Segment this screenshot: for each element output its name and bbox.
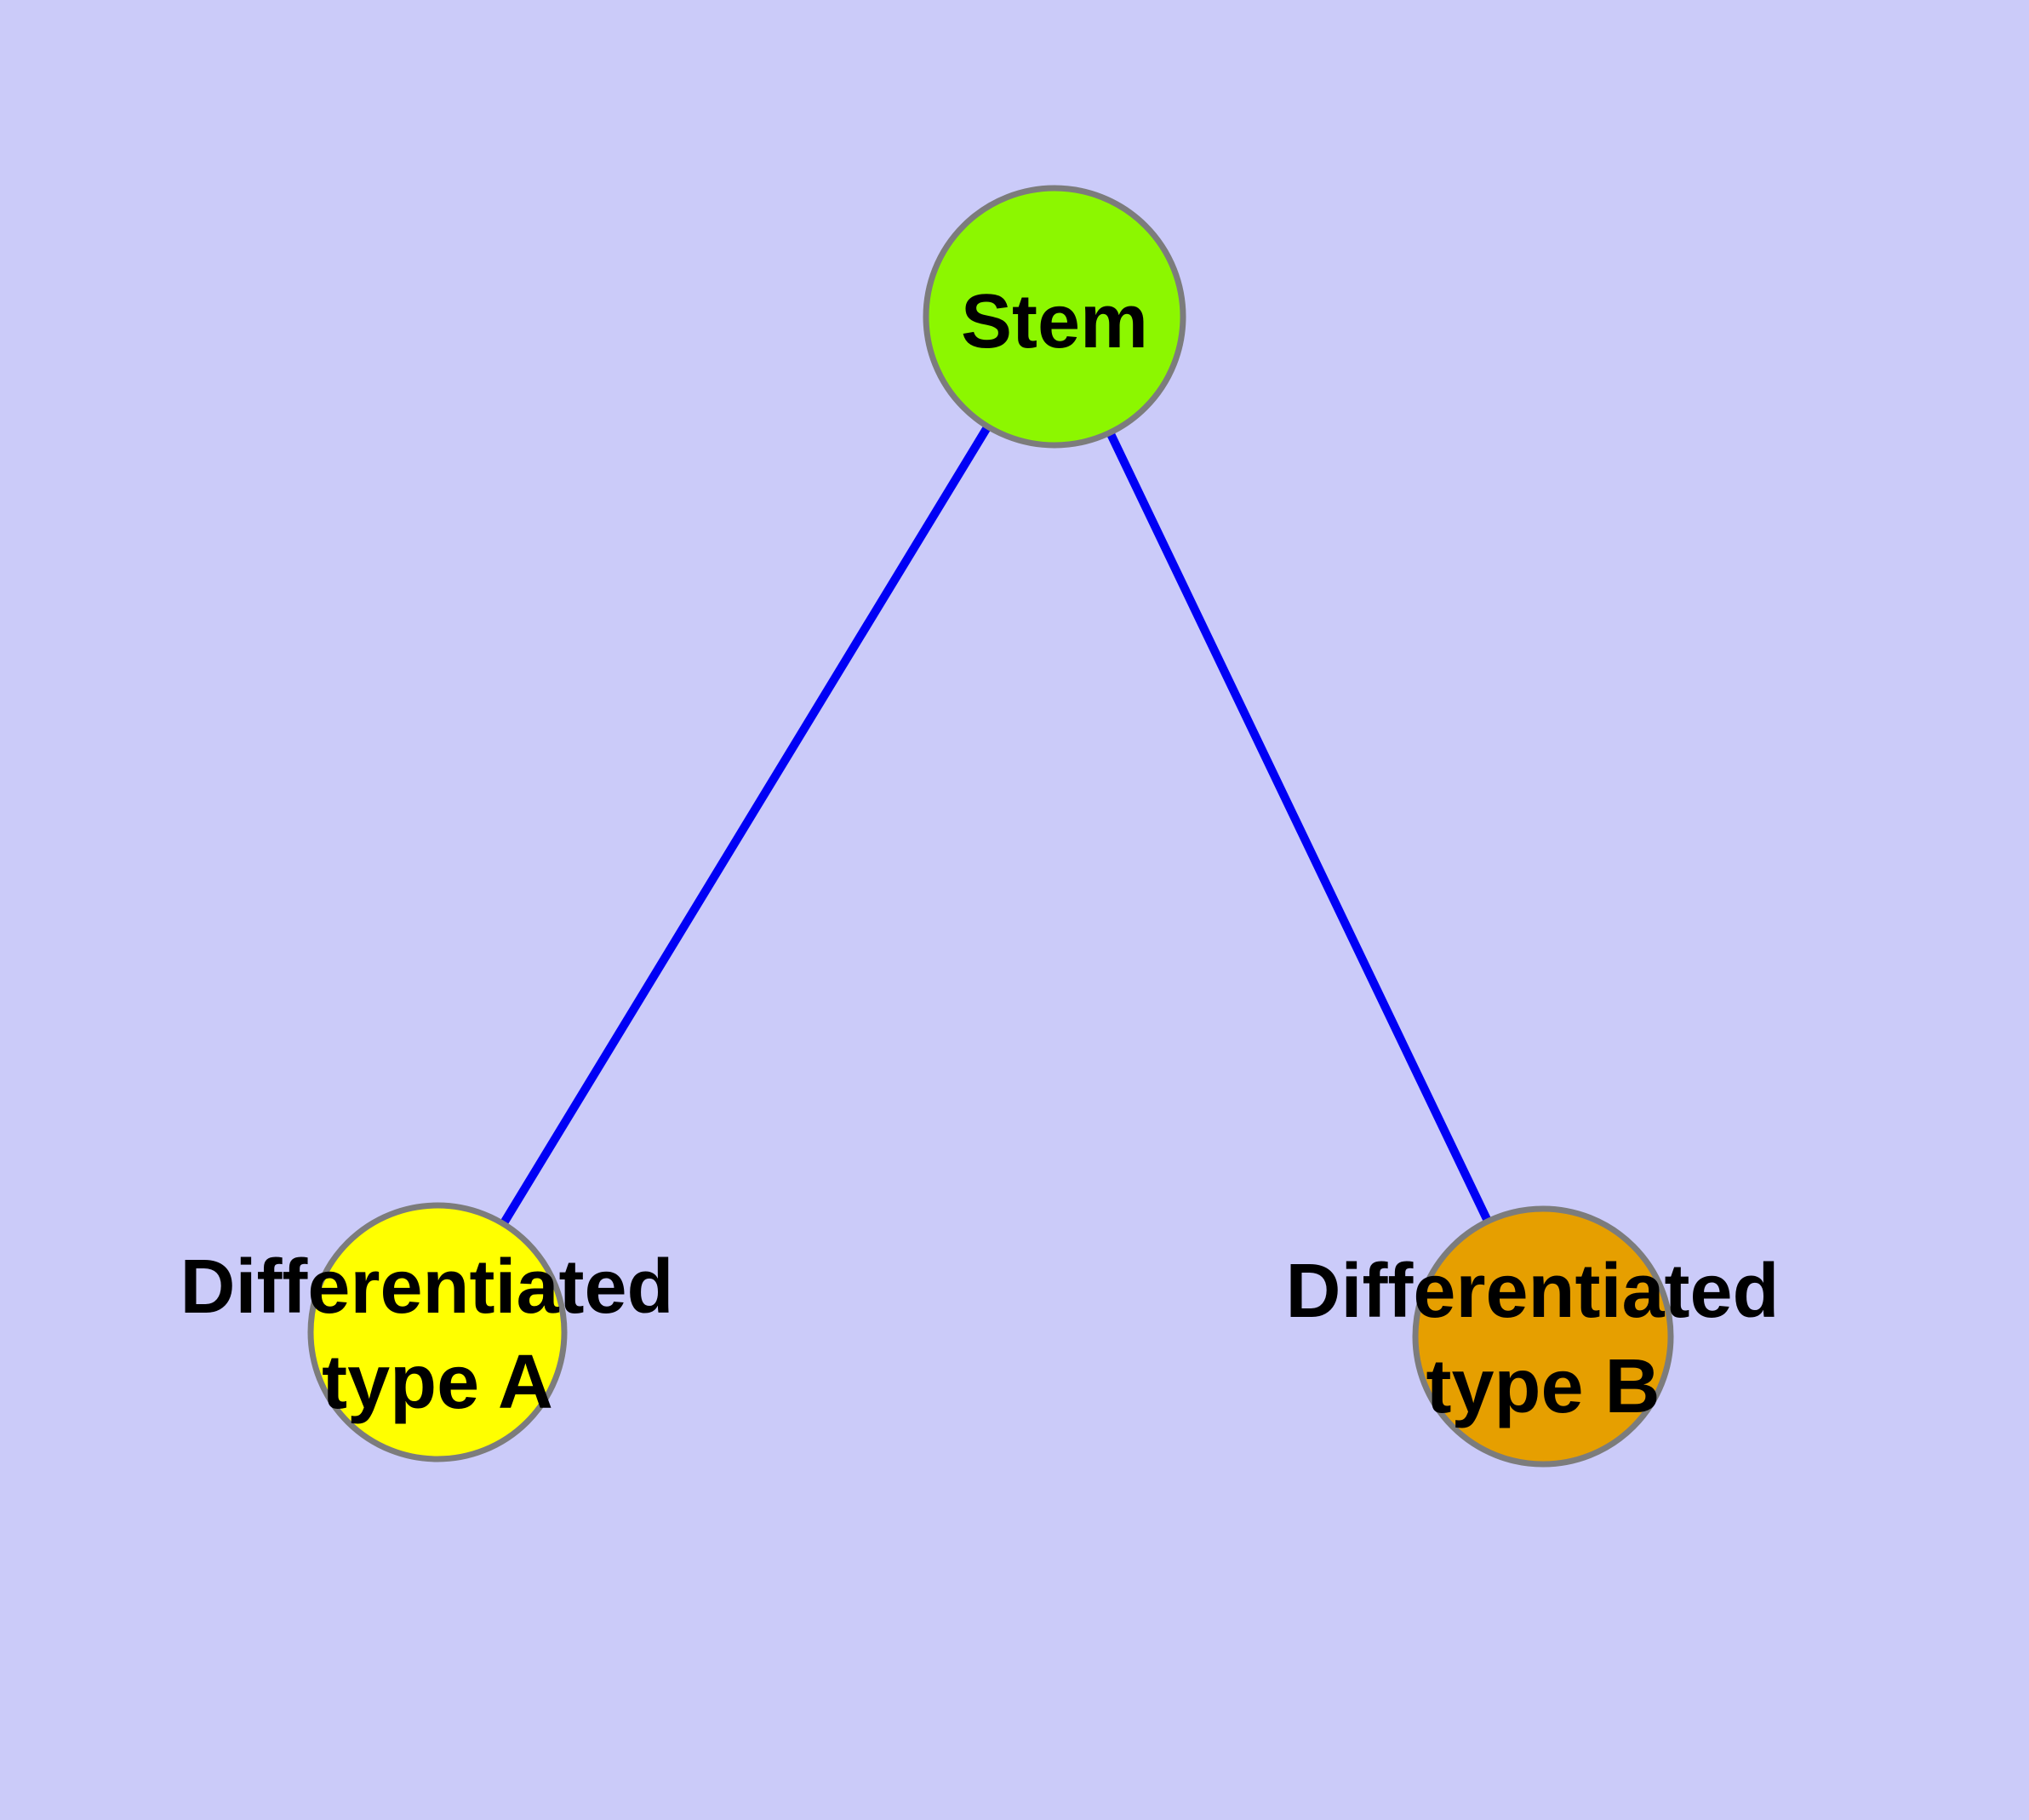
edge-stem-to-type-b <box>1050 314 1547 1339</box>
node-differentiated-type-b-label: Differentiated type B <box>1285 1249 1800 1429</box>
node-differentiated-type-a-label: Differentiated type A <box>180 1245 694 1425</box>
node-differentiated-type-a: Differentiated type A <box>180 1202 694 1462</box>
node-stem-label: Stem <box>961 279 1148 364</box>
node-differentiated-type-a-label-line1: Differentiated <box>180 1245 673 1330</box>
edge-stem-to-type-a <box>433 314 1059 1335</box>
node-differentiated-type-a-circle <box>307 1202 568 1462</box>
node-differentiated-type-b-label-line2: type B <box>1426 1344 1660 1429</box>
node-stem: Stem <box>923 185 1186 449</box>
node-differentiated-type-a-label-line2: type A <box>322 1340 553 1425</box>
node-differentiated-type-b: Differentiated type B <box>1285 1205 1800 1468</box>
node-differentiated-type-b-label-line1: Differentiated <box>1285 1249 1779 1334</box>
node-stem-circle <box>923 185 1186 449</box>
node-differentiated-type-b-circle <box>1412 1205 1674 1468</box>
